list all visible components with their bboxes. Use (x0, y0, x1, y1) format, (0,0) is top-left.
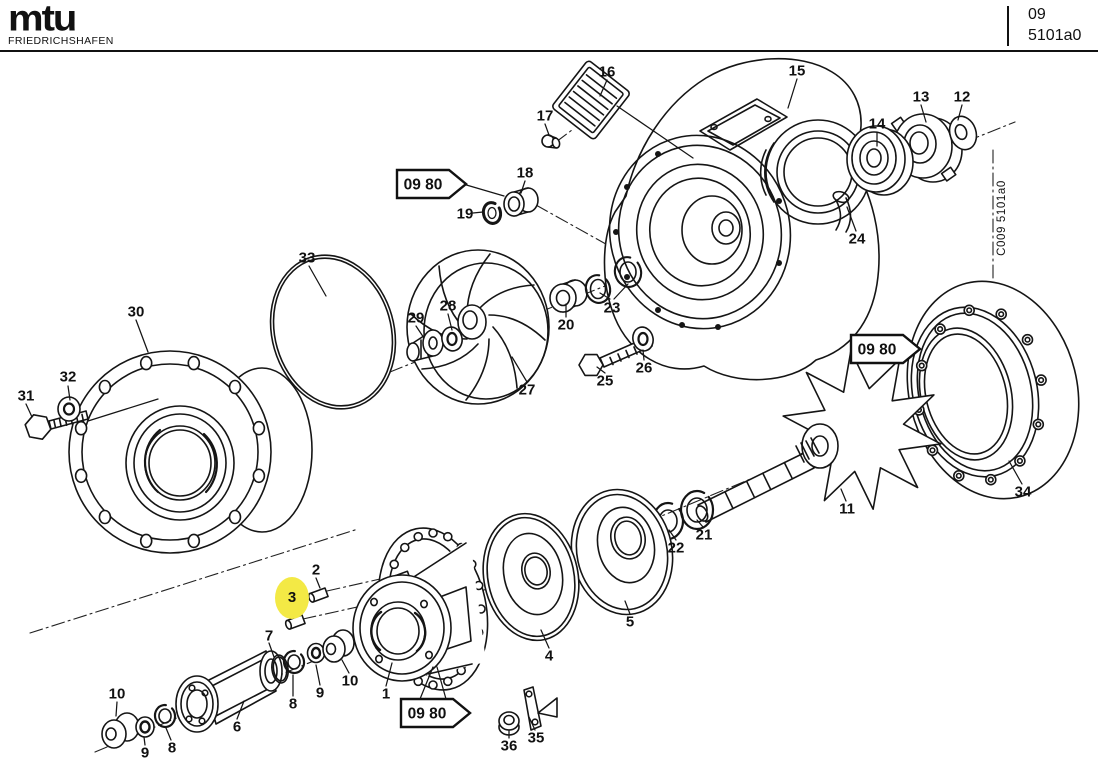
part-label-31[interactable]: 31 (17, 387, 35, 405)
part-27-compressor-wheel (406, 249, 550, 405)
part-label-6[interactable]: 6 (232, 718, 242, 736)
part-label-25[interactable]: 25 (596, 372, 614, 390)
part-label-29[interactable]: 29 (407, 309, 425, 327)
part-label-16[interactable]: 16 (598, 63, 616, 81)
nav-arrow-box[interactable]: 09 80 (849, 331, 925, 367)
part-9-washer-left (135, 716, 155, 738)
part-label-11[interactable]: 11 (839, 500, 855, 518)
part-1-hub (352, 527, 489, 691)
part-16-nameplate (552, 60, 630, 140)
part-28-washer (441, 326, 463, 352)
part-10-roller-left (101, 712, 140, 749)
part-label-19[interactable]: 19 (456, 205, 474, 223)
part-label-14[interactable]: 14 (868, 115, 886, 133)
part-label-18[interactable]: 18 (516, 164, 534, 182)
part-label-30[interactable]: 30 (127, 303, 145, 321)
part-11-turbine-wheel (695, 350, 942, 523)
part-5-disc (570, 488, 674, 616)
part-12-washer (948, 115, 978, 151)
part-36-nut (498, 711, 520, 736)
part-4-disc (482, 512, 580, 642)
part-33-oring (269, 254, 397, 410)
part-label-10[interactable]: 10 (108, 685, 126, 703)
part-label-20[interactable]: 20 (557, 316, 575, 334)
part-17-screw (541, 134, 561, 149)
part-32-washer (57, 396, 81, 422)
part-label-15[interactable]: 15 (788, 62, 806, 80)
part-label-9[interactable]: 9 (315, 684, 325, 702)
part-label-35[interactable]: 35 (527, 729, 545, 747)
header-page-number: 09 (1028, 6, 1046, 23)
part-label-28[interactable]: 28 (439, 297, 457, 315)
part-label-27[interactable]: 27 (518, 381, 536, 399)
part-label-13[interactable]: 13 (912, 88, 930, 106)
header-codes: 09 5101a0 (1028, 4, 1081, 46)
part-2-pin (307, 587, 329, 603)
nav-arrow-box[interactable]: 09 80 (395, 166, 471, 202)
mtu-logo-text: mtu (8, 0, 77, 39)
part-26-washer (632, 326, 654, 352)
part-6-sleeve (175, 650, 283, 733)
part-label-33[interactable]: 33 (298, 249, 316, 267)
mtu-logo-subtext: FRIEDRICHSHAFEN (8, 35, 114, 47)
nav-arrow-label: 09 80 (408, 706, 447, 723)
part-35-bracket (523, 686, 558, 731)
part-9-washer-right (306, 642, 326, 664)
part-label-36[interactable]: 36 (500, 737, 518, 755)
part-label-10[interactable]: 10 (341, 672, 359, 690)
part-label-2[interactable]: 2 (311, 561, 321, 579)
header-drawing-code: 5101a0 (1028, 27, 1082, 44)
part-label-1[interactable]: 1 (381, 685, 391, 703)
part-label-26[interactable]: 26 (635, 359, 653, 377)
part-label-8[interactable]: 8 (167, 739, 177, 757)
part-30-flange-housing (68, 350, 313, 554)
part-label-4[interactable]: 4 (544, 647, 554, 665)
part-8-snap-ring-left (153, 703, 177, 729)
leader-lines (25, 78, 1023, 746)
nav-arrow-label: 09 80 (858, 342, 897, 359)
part-label-17[interactable]: 17 (536, 107, 554, 125)
part-label-24[interactable]: 24 (848, 230, 866, 248)
part-label-9[interactable]: 9 (140, 744, 150, 762)
mtu-logo: mtu FRIEDRICHSHAFEN (8, 0, 114, 47)
part-label-34[interactable]: 34 (1014, 483, 1032, 501)
part-34-cover (906, 280, 1080, 500)
header-rule (0, 50, 1098, 52)
part-label-8[interactable]: 8 (288, 695, 298, 713)
part-18-bushing (503, 187, 539, 217)
part-10-roller-right (322, 629, 355, 663)
part-15-housing (603, 57, 880, 381)
part-14-bearing (846, 125, 914, 196)
nav-arrow-box[interactable]: 09 80 (399, 695, 475, 731)
part-20-bushing (549, 279, 588, 313)
part-label-5[interactable]: 5 (625, 613, 635, 631)
part-label-12[interactable]: 12 (953, 88, 971, 106)
part-label-22[interactable]: 22 (667, 539, 685, 557)
part-label-23[interactable]: 23 (603, 299, 621, 317)
nav-arrow-label: 09 80 (404, 177, 443, 194)
part-19-ring (481, 201, 503, 225)
part-label-3-highlighted[interactable]: 3 (275, 577, 309, 619)
part-29-fitting (406, 329, 444, 362)
part-label-7[interactable]: 7 (264, 627, 274, 645)
header-separator-line (1007, 6, 1009, 46)
part-23-snap-rings (584, 256, 643, 304)
part-8-snap-ring-right (282, 649, 306, 675)
part-label-21[interactable]: 21 (695, 526, 713, 544)
part-label-32[interactable]: 32 (59, 368, 77, 386)
